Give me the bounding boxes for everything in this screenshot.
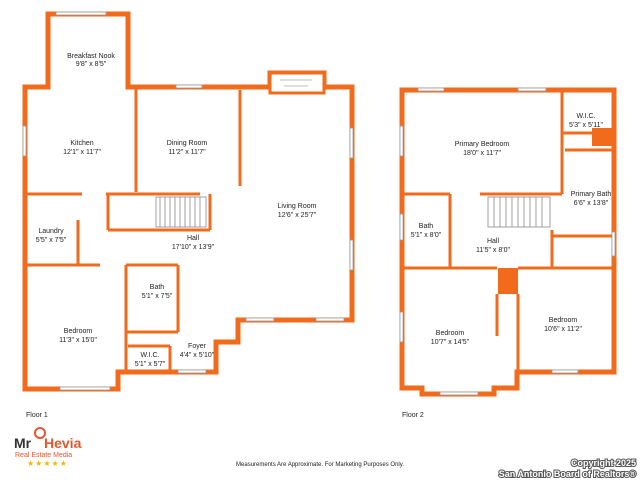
brand-logo: Mr Hevia Real Estate Media ★★★★★	[14, 427, 82, 468]
room-label-primary-bedroom: Primary Bedroom 18'0" x 11'7"	[455, 141, 510, 157]
floor-1-plan	[22, 11, 355, 392]
room-name: Dining Room	[167, 140, 208, 147]
room-dims: 10'6" x 11'2"	[544, 326, 582, 333]
room-name: Living Room	[278, 203, 317, 210]
room-dims: 5'3" x 5'11"	[569, 122, 603, 129]
room-label-foyer: Foyer 4'4" x 5'10"	[180, 343, 215, 359]
room-dims: 17'10" x 13'9"	[172, 244, 215, 251]
room-name: W.I.C.	[576, 113, 595, 120]
room-dims: 12'1" x 11'7"	[63, 149, 101, 156]
room-name: Primary Bath	[571, 191, 612, 198]
room-dims: 5'1" x 5'7"	[135, 361, 166, 368]
room-label-hall: Hall 17'10" x 13'9"	[172, 235, 215, 251]
room-dims: 4'4" x 5'10"	[180, 352, 215, 359]
room-name: Bath	[150, 284, 165, 291]
room-label-bath: Bath 5'1" x 7'5"	[142, 284, 173, 300]
room-name: Breakfast Nook	[67, 53, 115, 60]
room-label-dining-room: Dining Room 11'2" x 11'7"	[167, 140, 208, 156]
logo-text-mr: Mr	[14, 435, 32, 451]
room-name: Bedroom	[64, 328, 93, 335]
copyright-line-1: Copyright 2025	[571, 458, 636, 468]
room-dims: 10'7" x 14'5"	[431, 339, 470, 346]
room-dims: 6'6" x 13'8"	[574, 200, 609, 207]
room-dims: 11'5" x 8'0"	[476, 247, 510, 254]
room-dims: 18'0" x 11'7"	[463, 150, 501, 157]
room-label-bedroom: Bedroom 11'3" x 15'0"	[59, 328, 97, 344]
floor-2-plan	[399, 87, 617, 397]
room-label-wic: W.I.C. 5'1" x 5'7"	[135, 352, 166, 368]
room-name: Primary Bedroom	[455, 141, 510, 148]
room-label-bedroom-a: Bedroom 10'7" x 14'5"	[431, 330, 470, 346]
room-name: Foyer	[188, 343, 207, 350]
room-dims: 5'1" x 8'0"	[411, 232, 442, 239]
room-name: Laundry	[38, 228, 64, 235]
room-name: Bedroom	[436, 330, 465, 337]
room-label-bedroom-b: Bedroom 10'6" x 11'2"	[544, 317, 582, 333]
room-label-bath: Bath 5'1" x 8'0"	[411, 223, 442, 239]
logo-subtitle: Real Estate Media	[15, 452, 72, 459]
room-label-breakfast-nook: Breakfast Nook 9'8" x 8'5"	[67, 53, 115, 68]
floor-2-label: Floor 2	[402, 412, 424, 419]
room-name: Hall	[487, 238, 500, 245]
room-dims: 12'6" x 25'7"	[278, 212, 317, 219]
room-name: Hall	[187, 235, 200, 242]
room-label-kitchen: Kitchen 12'1" x 11'7"	[63, 140, 101, 156]
room-name: Bedroom	[549, 317, 578, 324]
room-name: W.I.C.	[140, 352, 159, 359]
room-dims: 5'1" x 7'5"	[142, 293, 173, 300]
room-label-hall: Hall 11'5" x 8'0"	[476, 238, 510, 254]
house-icon	[34, 427, 46, 439]
copyright-line-2: San Antonio Board of Realtors®	[499, 469, 637, 479]
logo-text-hevia: Hevia	[44, 435, 82, 451]
floor-1-label: Floor 1	[26, 412, 48, 419]
room-dims: 5'5" x 7'5"	[36, 237, 67, 244]
room-dims: 11'3" x 15'0"	[59, 337, 97, 344]
room-label-living-room: Living Room 12'6" x 25'7"	[278, 203, 317, 219]
room-label-laundry: Laundry 5'5" x 7'5"	[36, 228, 67, 244]
rating-stars: ★★★★★	[27, 459, 68, 468]
disclaimer-text: Measurements Are Approximate. For Market…	[236, 462, 404, 468]
room-name: Bath	[419, 223, 434, 230]
room-label-wic: W.I.C. 5'3" x 5'11"	[569, 113, 603, 129]
room-dims: 11'2" x 11'7"	[168, 149, 206, 156]
room-dims: 9'8" x 8'5"	[76, 61, 107, 68]
room-label-primary-bath: Primary Bath 6'6" x 13'8"	[571, 191, 612, 207]
room-name: Kitchen	[70, 140, 93, 147]
